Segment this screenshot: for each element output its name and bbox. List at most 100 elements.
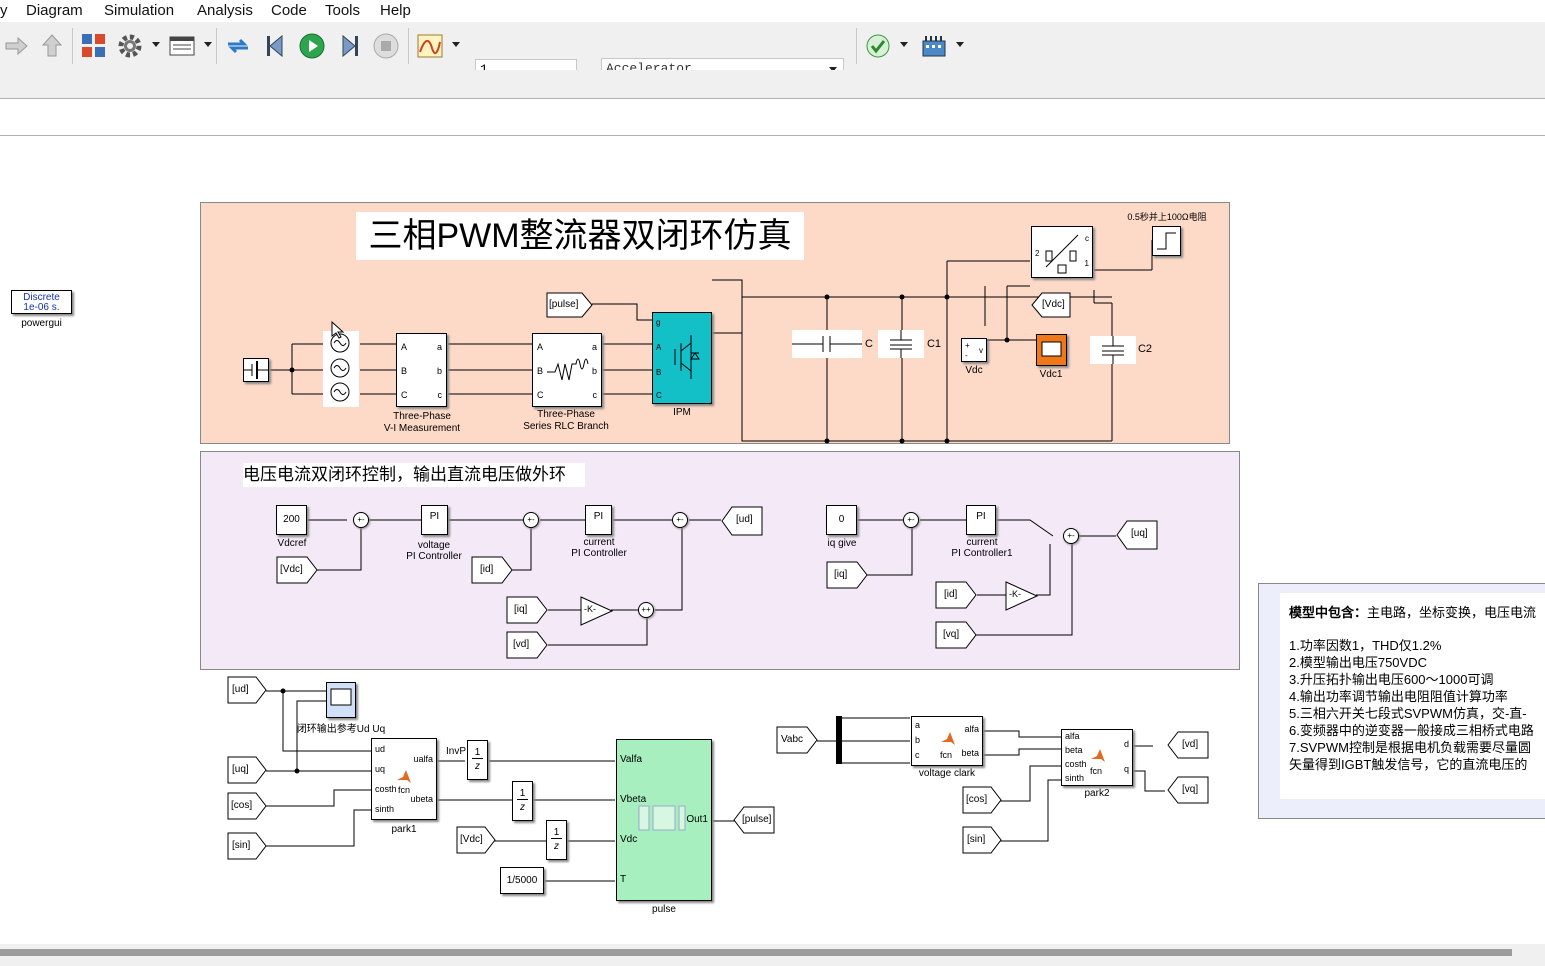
menu-item-analysis[interactable]: Analysis	[197, 2, 253, 19]
unit-delay-2[interactable]: 1 z	[512, 781, 533, 821]
mouse-cursor-icon	[331, 321, 345, 339]
vabc-from-tag[interactable]	[776, 726, 818, 754]
sum-block-2[interactable]: +-	[523, 512, 539, 528]
sum-block-3[interactable]: +-	[672, 512, 688, 528]
sum-block-4[interactable]: ++	[638, 602, 654, 618]
model-explorer-icon[interactable]	[168, 32, 196, 60]
stop-icon[interactable]	[372, 32, 400, 60]
build-icon[interactable]	[920, 32, 948, 60]
scrollbar-thumb[interactable]	[0, 949, 1512, 956]
vdc-from-tag-2[interactable]	[456, 826, 496, 854]
ud-from-tag[interactable]	[227, 676, 267, 704]
vdc1-scope-block[interactable]	[1036, 334, 1067, 366]
capacitor-c-block[interactable]	[792, 330, 862, 358]
pulse-goto-tag[interactable]	[733, 806, 775, 834]
menu-item-tools[interactable]: Tools	[325, 2, 361, 19]
iq-from-tag-2-label: [iq]	[834, 569, 848, 580]
chevron-down-icon[interactable]	[900, 42, 908, 47]
step-forward-icon[interactable]	[335, 32, 363, 60]
unit-delay-1[interactable]: 1 z	[467, 740, 488, 780]
menu-item-simulation[interactable]: Simulation	[104, 2, 175, 19]
powergui-block[interactable]: Discrete 1e-06 s.	[11, 290, 72, 314]
dc-source-block[interactable]	[243, 358, 269, 382]
vi-port-b-out: b	[436, 366, 442, 376]
note-line-2: 2.模型输出电压750VDC	[1289, 655, 1427, 670]
up-arrow-icon[interactable]	[38, 32, 66, 60]
control-area[interactable]	[200, 451, 1240, 670]
vdc-from-tag[interactable]	[276, 556, 318, 584]
vdc-goto-tag-label: [Vdc]	[1042, 299, 1065, 310]
ac-source-group[interactable]	[323, 331, 359, 407]
menu-item-code[interactable]: Code	[271, 2, 307, 19]
ud-goto-tag[interactable]	[721, 506, 763, 536]
menu-item-diagram[interactable]: Diagram	[26, 2, 83, 19]
sum-block-1[interactable]: +-	[353, 512, 369, 528]
chevron-down-icon[interactable]	[152, 42, 160, 47]
cos-from-tag[interactable]	[227, 792, 267, 820]
vq-goto-tag[interactable]	[1167, 776, 1209, 804]
park2-block[interactable]: alfa beta costh sinth d q fcn	[1061, 729, 1133, 786]
pulse-subsystem-block[interactable]: Valfa Vbeta Vdc T Out1	[616, 739, 712, 901]
demux-block[interactable]	[836, 716, 842, 764]
current-pi-1-block[interactable]: PI	[966, 505, 996, 535]
uq-goto-tag[interactable]	[1116, 520, 1158, 550]
unit-delay-3[interactable]: 1 z	[546, 820, 567, 860]
capacitor-c1-block[interactable]	[878, 330, 924, 358]
model-config-gear-icon[interactable]	[116, 32, 144, 60]
sum-block-6[interactable]: +-	[1063, 528, 1079, 544]
rlc-branch-block[interactable]: A B C a b c	[532, 333, 602, 407]
sin-from-tag[interactable]	[227, 832, 267, 860]
iq-give-constant-block[interactable]: 0	[826, 505, 857, 535]
id-from-tag[interactable]	[471, 556, 513, 584]
park2-label: park2	[1084, 788, 1110, 799]
horizontal-scrollbar[interactable]	[0, 944, 1545, 966]
gain-block-1[interactable]	[580, 596, 614, 626]
voltage-measurement-block[interactable]: +-v	[961, 338, 987, 362]
park1-out-ualfa: ualfa	[413, 754, 433, 764]
run-icon[interactable]	[298, 32, 326, 60]
capacitor-c-label: C	[865, 338, 873, 350]
iq-from-tag[interactable]	[506, 596, 548, 624]
forward-arrow-icon[interactable]	[2, 32, 30, 60]
diagram-canvas[interactable]: Discrete 1e-06 s. powergui 三相PWM整流器双闭环仿真…	[0, 136, 1545, 944]
dq-scope-block[interactable]	[326, 682, 356, 718]
vd-goto-tag[interactable]	[1167, 731, 1209, 759]
current-pi-block[interactable]: PI	[585, 505, 612, 535]
scope-icon[interactable]	[416, 32, 444, 60]
park1-block[interactable]: ud uq costh sinth ualfa ubeta fcn	[371, 738, 437, 820]
ipm-block[interactable]: g A B C	[652, 312, 712, 404]
cos-from-tag-2[interactable]	[962, 786, 1002, 814]
sin-from-tag-2[interactable]	[962, 826, 1002, 854]
chevron-down-icon[interactable]	[204, 42, 212, 47]
step-back-icon[interactable]	[262, 32, 290, 60]
library-browser-icon[interactable]	[80, 32, 108, 60]
menu-item-display[interactable]: y	[0, 2, 8, 19]
pulse-in-t: T	[620, 874, 627, 885]
capacitor-c2-block[interactable]	[1090, 336, 1136, 364]
pulse-from-tag[interactable]	[546, 292, 594, 318]
iq-from-tag-label: [iq]	[514, 604, 528, 615]
gain-block-2[interactable]	[1005, 581, 1039, 611]
t-constant-block[interactable]: 1/5000	[500, 867, 544, 894]
iq-give-label: iq give	[827, 538, 857, 549]
menu-item-help[interactable]: Help	[380, 2, 411, 19]
powergui-line1: Discrete	[23, 292, 60, 303]
breaker-block[interactable]: c 2 1	[1031, 226, 1093, 278]
chevron-down-icon[interactable]	[956, 42, 964, 47]
vi-measurement-block[interactable]: A B C a b c	[396, 333, 447, 407]
update-diagram-icon[interactable]	[224, 32, 252, 60]
check-icon[interactable]	[864, 32, 892, 60]
uq-from-tag[interactable]	[227, 756, 267, 784]
sum-block-5[interactable]: +-	[903, 512, 919, 528]
vq-from-tag[interactable]	[935, 621, 977, 649]
vdcref-constant-block[interactable]: 200	[276, 505, 307, 535]
note-line-6: 6.变频器中的逆变器一般接成三相桥式电路	[1289, 723, 1534, 738]
voltage-clark-block[interactable]: a b c alfa beta fcn	[911, 716, 983, 766]
iq-from-tag-2[interactable]	[826, 561, 868, 589]
vdc-goto-tag[interactable]	[1031, 292, 1071, 318]
chevron-down-icon[interactable]	[452, 42, 460, 47]
id-from-tag-2[interactable]	[935, 581, 977, 609]
vd-from-tag[interactable]	[506, 631, 548, 659]
step-block[interactable]	[1152, 226, 1181, 256]
voltage-pi-block[interactable]: PI	[421, 505, 448, 535]
